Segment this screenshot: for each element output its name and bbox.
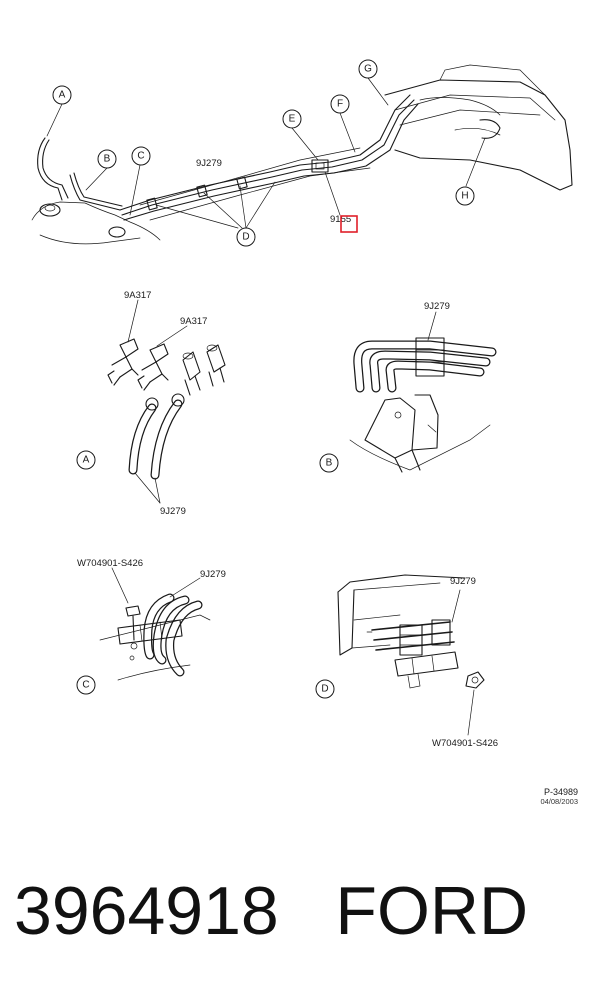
detail-C-label-1: W704901-S426: [77, 558, 143, 569]
svg-text:D: D: [321, 684, 328, 695]
svg-text:B: B: [104, 154, 111, 165]
fuel-line-diagram: A B C D E F G H 9J279 9155: [31, 59, 573, 749]
callout-E[interactable]: E: [282, 109, 302, 129]
detail-D-label-2: W704901-S426: [432, 738, 498, 749]
svg-text:C: C: [82, 680, 89, 691]
main-overview: [31, 64, 573, 245]
figure-id: P-34989: [543, 787, 578, 797]
detail-C-label-2: 9J279: [200, 569, 226, 580]
detail-A-label-3: 9J279: [160, 506, 186, 517]
part-caption: 3964918 FORD: [14, 872, 594, 962]
svg-text:B: B: [326, 458, 333, 469]
detail-B-letter[interactable]: B: [319, 453, 339, 473]
callout-C[interactable]: C: [131, 146, 151, 166]
detail-D: [337, 574, 485, 736]
callout-H[interactable]: H: [455, 186, 475, 206]
highlight-box[interactable]: [340, 215, 358, 233]
svg-text:E: E: [289, 114, 296, 125]
detail-C: [99, 567, 211, 681]
svg-text:F: F: [337, 99, 343, 110]
svg-text:A: A: [59, 90, 66, 101]
svg-text:H: H: [461, 191, 468, 202]
main-part-label: 9J279: [196, 158, 222, 169]
detail-B: [349, 311, 497, 473]
detail-A-label-1: 9A317: [124, 290, 151, 301]
detail-C-letter[interactable]: C: [76, 675, 96, 695]
caption-spacer: [279, 873, 336, 949]
callout-G[interactable]: G: [358, 59, 378, 79]
callout-A[interactable]: A: [52, 85, 72, 105]
detail-A-letter[interactable]: A: [76, 450, 96, 470]
svg-text:G: G: [364, 64, 372, 75]
svg-text:A: A: [83, 455, 90, 466]
svg-text:D: D: [242, 232, 249, 243]
callout-B[interactable]: B: [97, 149, 117, 169]
figure-date: 04/08/2003: [540, 797, 578, 806]
detail-A: [107, 299, 226, 504]
figure-id-block: P-34989 04/08/2003: [540, 787, 578, 806]
callout-F[interactable]: F: [330, 94, 350, 114]
part-number: 3964918: [14, 873, 279, 949]
detail-B-label-1: 9J279: [424, 301, 450, 312]
callout-D[interactable]: D: [236, 227, 256, 247]
detail-A-label-2: 9A317: [180, 316, 207, 327]
brand-name: FORD: [335, 873, 529, 949]
detail-D-letter[interactable]: D: [315, 679, 335, 699]
detail-D-label-1: 9J279: [450, 576, 476, 587]
svg-text:C: C: [137, 151, 144, 162]
